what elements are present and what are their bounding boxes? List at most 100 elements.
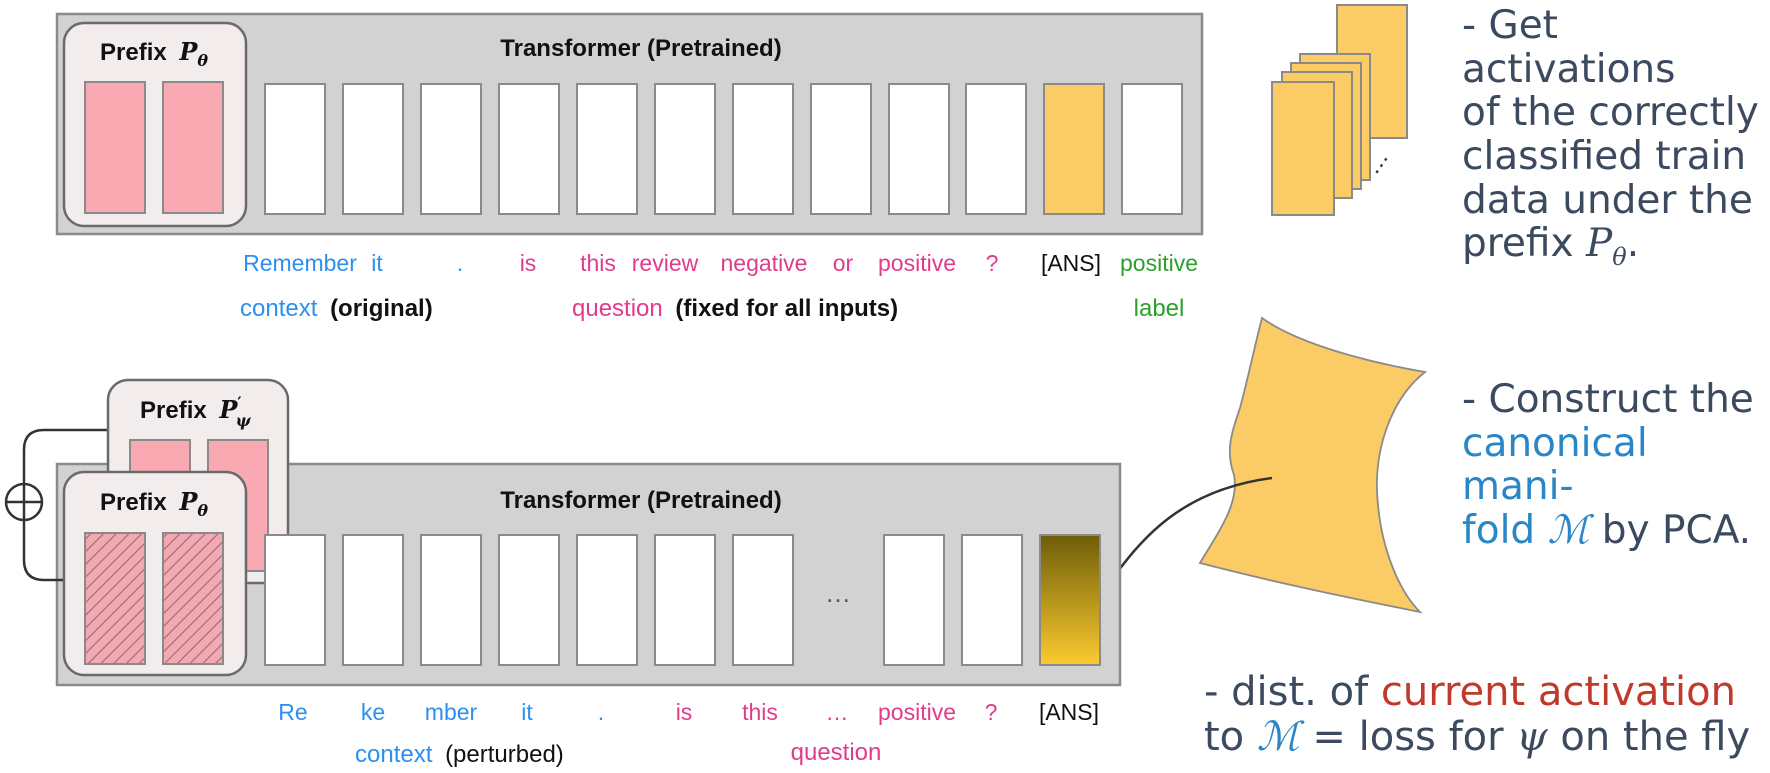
note-step2-line2: canonical mani-: [1462, 420, 1648, 510]
note-step1-line3: classified train: [1462, 134, 1747, 180]
note-step3-current-activation: current activation: [1380, 669, 1736, 715]
top-prefix-box: Prefix Pθ: [62, 21, 248, 228]
bottom-token-box-5: [576, 534, 638, 666]
prefix-theta-subscript: θ: [197, 501, 208, 520]
top-token-label-9: positive: [878, 250, 956, 276]
note-step3-line2: to ℳ = loss for ψ on the fly: [1204, 713, 1751, 760]
top-token-box-5: [576, 83, 638, 215]
bottom-token-ellipsis: …: [825, 578, 851, 608]
note-step3-rest: on the fly: [1547, 713, 1751, 760]
svg-text:context (perturbed): context (perturbed): [355, 741, 564, 768]
note-step2: - Construct the canonical mani- fold ℳ b…: [1462, 378, 1770, 553]
top-token-label-1: Remember: [243, 250, 357, 276]
bottom-token-label-10: ?: [985, 699, 998, 725]
top-label-word: label: [1134, 295, 1185, 322]
bottom-token-box-10: [1039, 534, 1101, 666]
bottom-panel: Transformer (Pretrained) Prefix P′ψ Pref…: [4, 378, 1122, 768]
note-step3-line1: - dist. of current activation: [1204, 670, 1750, 715]
top-token-box-4: [498, 83, 560, 215]
note-step3-to: to: [1204, 713, 1257, 760]
top-token-label-11: [ANS]: [1041, 250, 1101, 276]
svg-text:Prefix P′ψ: Prefix P′ψ: [140, 393, 252, 430]
bottom-token-label-1: Re: [278, 699, 307, 725]
manifold-sheet: [1198, 316, 1428, 614]
note-step1-line2: of the correctly: [1462, 90, 1759, 136]
bottom-token-label-3: mber: [425, 699, 478, 725]
note-step2-rest: by PCA.: [1589, 508, 1752, 554]
bottom-token-boxes: [264, 534, 1101, 666]
note-step1-prefix-word: prefix: [1462, 221, 1586, 267]
combine-symbol: [4, 482, 44, 522]
top-prefix-block-1: [84, 81, 146, 214]
top-transformer-title: Transformer (Pretrained): [500, 35, 781, 62]
bottom-token-label-11: [ANS]: [1039, 699, 1099, 725]
top-token-box-6: [654, 83, 716, 215]
top-token-box-1: [264, 83, 326, 215]
svg-text:question (fixed for all: question (fixed for all inputs): [572, 295, 898, 322]
note-step3: - dist. of current activation to ℳ = los…: [1204, 670, 1750, 760]
bottom-transformer-title: Transformer (Pretrained): [500, 487, 781, 514]
top-prefix-subscript: θ: [197, 51, 208, 70]
top-token-box-7: [732, 83, 794, 215]
bottom-token-label-5: .: [598, 699, 604, 725]
top-prefix-label: Prefix: [100, 39, 167, 66]
note-step2-manifold-symbol: ℳ: [1547, 508, 1590, 554]
svg-text:Prefix Pθ: Prefix Pθ: [100, 487, 208, 520]
bottom-token-box-9: [961, 534, 1023, 666]
top-token-box-11: [1043, 83, 1105, 215]
top-token-box-12: [1121, 83, 1183, 215]
bottom-token-box-1: [264, 534, 326, 666]
note-step1-symbol: P: [1585, 221, 1613, 267]
prefix-psi-subscript: ψ: [236, 411, 252, 430]
top-panel: Transformer (Pretrained) Prefix Pθ Remem…: [55, 12, 1204, 322]
top-token-label-2: it: [371, 250, 383, 276]
top-token-label-5: this: [580, 250, 616, 276]
top-question-suffix: (fixed for all inputs): [675, 295, 898, 322]
top-token-label-8: or: [833, 250, 854, 276]
bottom-token-box-7: [732, 534, 794, 666]
bottom-context-suffix: (perturbed): [445, 741, 564, 768]
note-step1-subscript: θ: [1612, 243, 1627, 272]
bottom-token-box-8: [883, 534, 945, 666]
top-token-label-6: review: [632, 250, 699, 276]
note-step2-line1: - Construct the: [1462, 377, 1754, 422]
note-step1-period: .: [1626, 221, 1640, 267]
bottom-token-box-3: [420, 534, 482, 666]
prefix-theta-block-2: [162, 532, 224, 665]
note-step3-psi: ψ: [1516, 713, 1548, 760]
note-step2-line3: fold ℳ by PCA.: [1462, 509, 1770, 553]
prefix-theta-symbol: P: [178, 487, 198, 516]
note-step1-line4: data under the: [1462, 177, 1753, 223]
bottom-token-box-2: [342, 534, 404, 666]
prefix-theta-box: Prefix Pθ: [62, 470, 248, 677]
prefix-theta-label: Prefix: [100, 489, 167, 516]
bottom-token-box-6: [654, 534, 716, 666]
top-context-word: context: [240, 295, 318, 322]
top-token-box-8: [810, 83, 872, 215]
note-step3-manifold-symbol: ℳ: [1256, 713, 1300, 760]
top-context-suffix: (original): [330, 295, 433, 322]
svg-text:context (original): context (original): [240, 295, 433, 322]
top-token-label-10: ?: [986, 250, 999, 276]
note-step3-prefix: - dist. of: [1204, 669, 1381, 715]
note-step1-line5: prefix Pθ.: [1462, 222, 1770, 271]
activation-stack: ⋮: [1271, 4, 1408, 216]
bottom-token-label-7: this: [742, 699, 778, 725]
top-token-boxes: [264, 83, 1183, 215]
bottom-token-label-6: is: [676, 699, 693, 725]
prefix-psi-symbol: P: [218, 395, 238, 424]
top-token-label-3: .: [457, 250, 463, 276]
bottom-question-word: question: [791, 739, 882, 766]
bottom-context-word: context: [355, 741, 433, 768]
prefix-psi-label: Prefix: [140, 397, 207, 424]
note-step1-line1: - Get activations: [1462, 3, 1676, 92]
svg-text:Prefix Pθ: Prefix Pθ: [100, 37, 208, 70]
top-prefix-block-2: [162, 81, 224, 214]
top-token-label-12: positive: [1120, 250, 1198, 276]
top-token-box-10: [965, 83, 1027, 215]
top-prefix-symbol: P: [178, 37, 198, 66]
note-step2-fold: fold: [1462, 508, 1548, 554]
